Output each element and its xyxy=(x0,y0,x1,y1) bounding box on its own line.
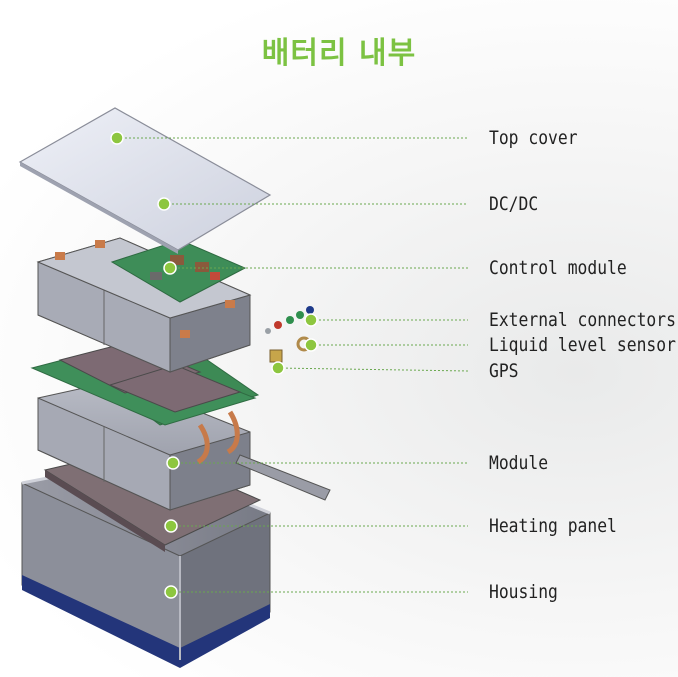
external-connectors-marker xyxy=(304,313,318,327)
dc-dc-label: DC/DC xyxy=(489,193,539,215)
liquid-level-sensor-label: Liquid level sensor xyxy=(489,334,676,356)
top-cover-marker xyxy=(110,131,124,145)
top-cover-part xyxy=(18,107,272,254)
control-module-label: Control module xyxy=(489,257,627,279)
module-label: Module xyxy=(489,452,549,474)
gps-leader-line xyxy=(277,367,469,372)
heating-panel-marker xyxy=(164,519,178,533)
page-title: 배터리 내부 xyxy=(261,36,417,71)
green-board-layer xyxy=(30,341,257,426)
gps-label: GPS xyxy=(489,360,519,382)
gps-part xyxy=(269,349,283,363)
housing-marker xyxy=(164,585,178,599)
dc-dc-marker xyxy=(157,197,171,211)
module-marker xyxy=(166,456,180,470)
control-module-marker xyxy=(163,261,177,275)
housing-label: Housing xyxy=(489,581,558,603)
top-cover-label: Top cover xyxy=(489,127,578,149)
gps-marker xyxy=(271,361,285,375)
liquid-level-sensor-marker xyxy=(304,338,318,352)
heating-panel-label: Heating panel xyxy=(489,515,617,537)
external-connectors-part xyxy=(265,306,314,334)
control-module-part xyxy=(110,239,247,303)
leader-lines xyxy=(110,131,469,599)
external-connectors-label: External connectors xyxy=(489,309,676,331)
